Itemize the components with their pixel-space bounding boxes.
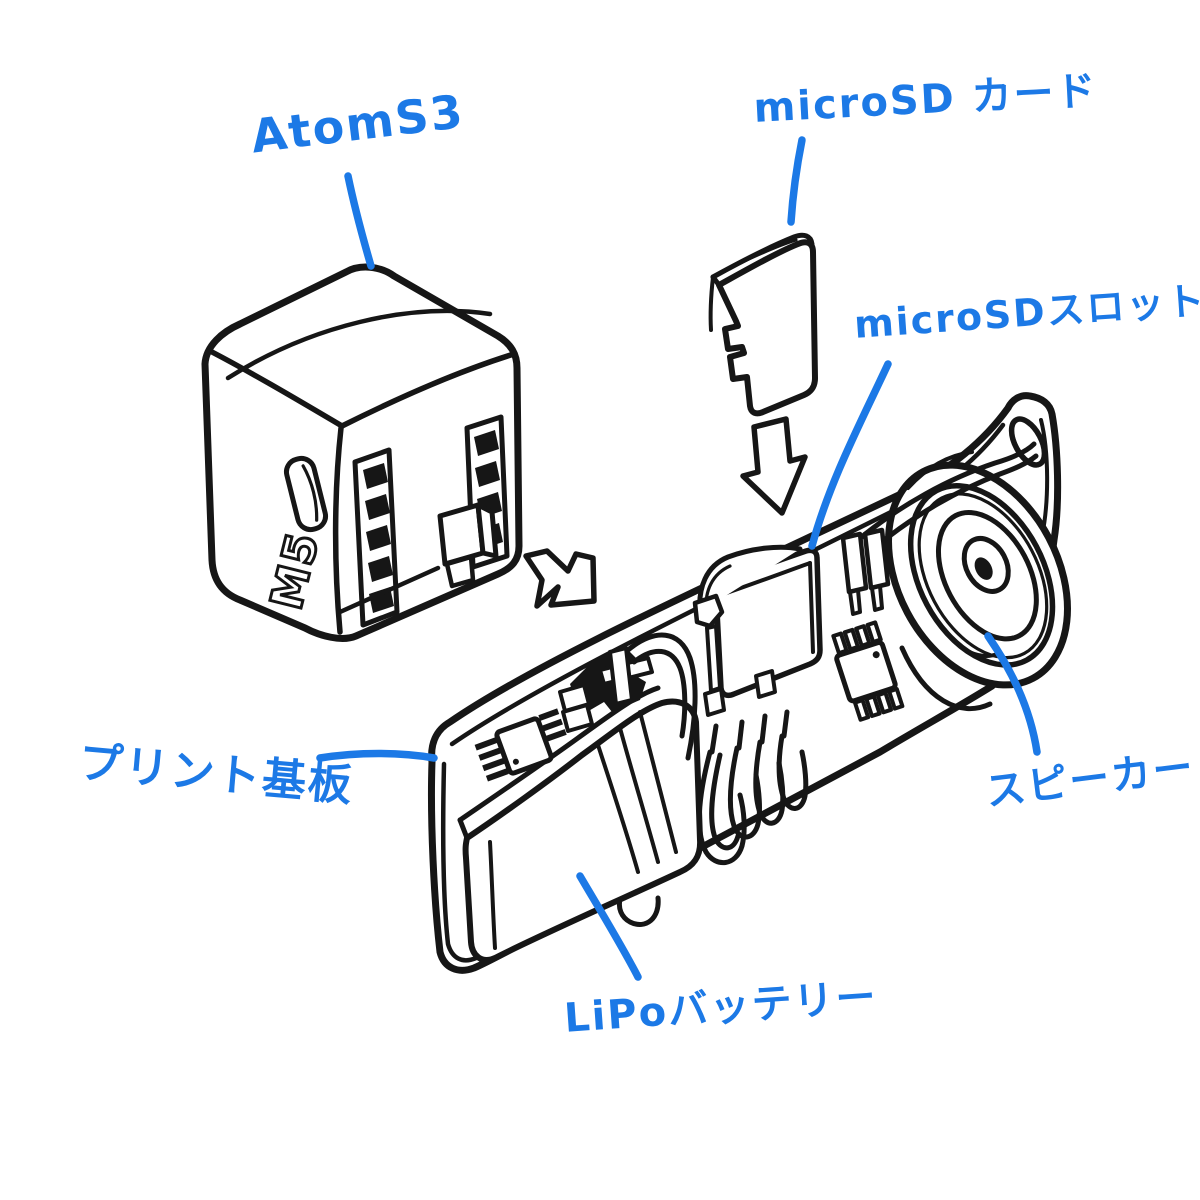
- battery-connector: [558, 632, 698, 761]
- microsd-slot: [692, 544, 823, 717]
- bottom-connector-tab: [437, 502, 499, 589]
- transfer-arrow-right: [523, 548, 597, 609]
- leader-speaker: [984, 632, 1041, 756]
- speaker-wires: [840, 441, 1039, 616]
- audio-amp-chip: [831, 620, 905, 722]
- insert-arrow-down: [740, 416, 808, 516]
- leader-lines: [316, 136, 1041, 981]
- pin-headers: [352, 414, 510, 628]
- speaker: [885, 450, 1071, 711]
- power-chip: [474, 708, 567, 782]
- leader-atoms3: [344, 172, 375, 270]
- microsd-card: [708, 232, 818, 417]
- wire-loops: [617, 709, 809, 927]
- atoms3-device: M5: [201, 263, 523, 642]
- leader-pcb: [316, 749, 438, 762]
- leader-microsd-card: [787, 136, 806, 226]
- leader-lipo-battery: [576, 872, 642, 981]
- usb-c-port: [283, 455, 329, 533]
- leader-microsd-slot: [808, 360, 892, 550]
